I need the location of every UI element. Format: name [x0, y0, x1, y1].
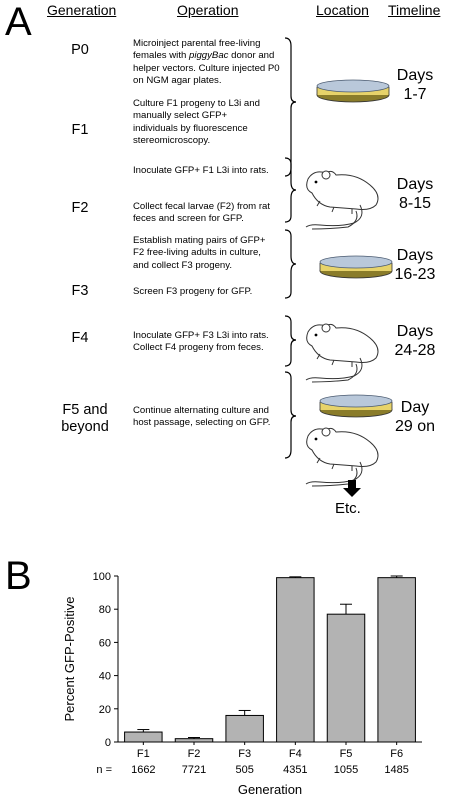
operation-microinject-line4: on NGM agar plates. [133, 75, 222, 87]
operation-inoculate-f3: Inoculate GFP+ F3 L3i into rats. Collect… [133, 330, 269, 354]
brackets [284, 37, 297, 459]
operation-continue: Continue alternating culture and host pa… [133, 405, 271, 429]
etc-label: Etc. [335, 500, 361, 517]
bracket-p0-f1 [284, 37, 297, 177]
x-tick-label-f1: F1 [137, 748, 150, 760]
chart-axes [114, 575, 422, 745]
bar-f1 [124, 731, 163, 743]
header-location: Location [316, 2, 369, 18]
n-value-f6: 1485 [384, 764, 408, 776]
down-arrow-icon [343, 480, 361, 497]
bracket-f3 [284, 229, 297, 299]
rat-icon [305, 323, 379, 383]
generation-f4: F4 [71, 330, 89, 346]
generation-p0: P0 [71, 42, 89, 58]
operation-microinject-line3: helper vectors. Culture injected P0 [133, 62, 280, 74]
y-tick-label: 40 [99, 671, 111, 683]
header-generation: Generation [47, 2, 117, 18]
generation-f5-beyond: F5 and beyond [50, 402, 120, 436]
y-tick-label: 60 [99, 637, 111, 649]
n-value-f5: 1055 [334, 764, 358, 776]
generation-f5-line1: F5 and [62, 402, 108, 418]
header-operation: Operation [177, 2, 239, 18]
rat-icon [305, 170, 379, 230]
bracket-f5 [284, 371, 297, 459]
operation-collect-f2: Collect fecal larvae (F2) from rat feces… [133, 201, 271, 225]
operation-microinject: Microinject parental free-living females… [133, 38, 280, 88]
petri-dish-icon [319, 255, 393, 279]
generation-f1: F1 [71, 122, 89, 138]
n-prefix-label: n = [96, 764, 112, 776]
y-tick-label: 80 [99, 604, 111, 616]
x-tick-label-f5: F5 [340, 748, 353, 760]
petri-dish-icon [319, 394, 393, 418]
rat-icon [305, 427, 379, 487]
x-tick-label-f2: F2 [188, 748, 201, 760]
y-tick-label: 100 [93, 571, 111, 583]
bar-f5 [326, 613, 366, 743]
panel-a-label: A [5, 0, 32, 44]
n-value-f3: 505 [235, 764, 253, 776]
chart-bars [124, 575, 416, 743]
bar-f6 [377, 577, 416, 743]
x-axis-title: Generation [238, 782, 302, 797]
y-axis-title: Percent GFP-Positive [62, 597, 77, 722]
panel-b-label: B [5, 554, 32, 598]
n-value-f2: 7721 [182, 764, 206, 776]
generation-f3: F3 [71, 283, 89, 299]
y-tick-label: 20 [99, 704, 111, 716]
petri-dish-icon [316, 79, 390, 103]
bracket-f2 [284, 157, 297, 223]
bar-f4 [276, 577, 315, 743]
generation-f2: F2 [71, 200, 89, 216]
bracket-f4 [284, 315, 297, 367]
y-tick-label: 0 [105, 737, 111, 749]
operation-inoculate-f1: Inoculate GFP+ F1 L3i into rats. [133, 165, 269, 176]
bar-f3 [225, 714, 264, 743]
operation-mating-pairs: Establish mating pairs of GFP+ F2 free-l… [133, 235, 266, 271]
x-tick-label-f4: F4 [289, 748, 302, 760]
operation-microinject-line1: Microinject parental free-living [133, 38, 261, 49]
bar-f2 [174, 738, 214, 743]
operation-culture-f1: Culture F1 progeny to L3i and manually s… [133, 98, 260, 147]
n-value-f4: 4351 [283, 764, 307, 776]
operation-screen-f3: Screen F3 progeny for GFP. [133, 286, 253, 297]
x-tick-label-f6: F6 [390, 748, 403, 760]
header-timeline: Timeline [388, 2, 441, 18]
n-value-f1: 1662 [131, 764, 155, 776]
x-tick-label-f3: F3 [238, 748, 251, 760]
generation-f5-line2: beyond [61, 419, 109, 435]
operation-microinject-line2: females with piggyBac donor and [133, 50, 275, 62]
